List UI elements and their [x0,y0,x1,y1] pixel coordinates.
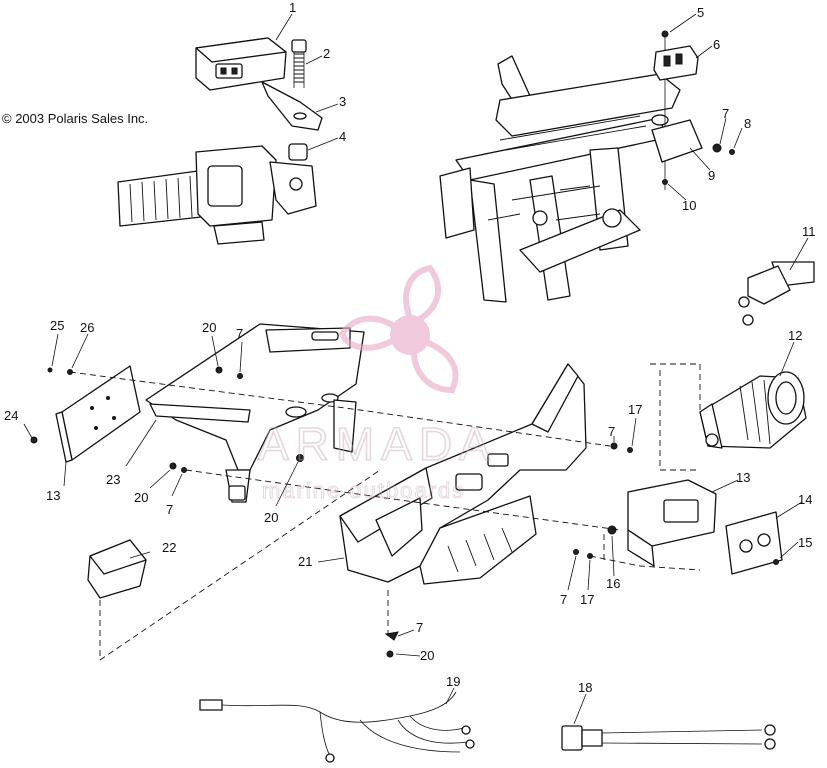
callout-23: 23 [106,472,120,487]
callout-17b: 17 [580,592,594,607]
vehicle-frame [439,55,681,303]
bolt [291,39,307,53]
hardware-fasteners [169,366,633,658]
winch-mount-plate [145,323,365,503]
copyright-notice: © 2003 Polaris Sales Inc. [2,111,148,126]
callout-19: 19 [446,674,460,689]
callout-leaders [23,13,809,725]
callout-7f: 7 [416,620,423,635]
callout-2: 2 [323,46,330,61]
callout-20d: 20 [420,648,434,663]
nut [712,143,722,153]
winch-mount-bracket [607,479,783,575]
callout-3: 3 [339,94,346,109]
callout-24: 24 [4,408,18,423]
rocker-switch-with-leads [561,724,776,751]
callout-20c: 20 [264,510,278,525]
contactor-plate [725,511,783,575]
callout-8: 8 [744,116,751,131]
accessory-box [87,539,147,599]
callout-7: 7 [722,106,729,121]
callout-6: 6 [713,37,720,52]
callout-7d: 7 [236,326,243,341]
winch-cable-hook [738,261,815,326]
callout-14: 14 [798,492,812,507]
callout-7c: 7 [560,592,567,607]
callout-22: 22 [162,540,176,555]
callout-17: 17 [628,402,642,417]
watermark-brand: ARMADA [258,418,497,470]
mounting-plate [651,119,703,163]
callout-18: 18 [578,680,592,695]
assembly-lines [69,363,701,661]
callout-25: 25 [50,318,64,333]
roller-fairlead [30,365,141,463]
callout-15: 15 [798,535,812,550]
callout-7e: 7 [166,502,173,517]
solenoid-mount-parts [651,30,735,190]
callout-16: 16 [606,576,620,591]
callout-11: 11 [802,224,816,239]
callout-21: 21 [298,554,312,569]
callout-26: 26 [80,320,94,335]
front-bumper [339,363,587,585]
handlebar-switch-assembly [117,37,323,245]
watermark-tagline: marine outboards [262,478,465,503]
watermark: ARMADA marine outboards [257,264,497,504]
screw [661,30,669,38]
wiring-harness [199,691,475,763]
winch-motor [699,371,807,449]
callout-12: 12 [788,328,802,343]
mount-bracket [261,81,323,131]
callout-4: 4 [339,129,346,144]
callout-1: 1 [289,0,296,15]
callout-13b: 13 [46,488,60,503]
callout-20: 20 [202,320,216,335]
callout-13: 13 [736,470,750,485]
bushing [288,143,308,161]
callout-10: 10 [682,198,696,213]
bolt-small [729,149,735,155]
callout-20b: 20 [134,490,148,505]
callout-9: 9 [708,168,715,183]
callout-5: 5 [697,5,704,20]
callout-7b: 7 [608,424,615,439]
callout-numbers: 1 2 3 4 5 6 7 8 9 10 11 12 13 14 15 16 1… [4,0,816,695]
